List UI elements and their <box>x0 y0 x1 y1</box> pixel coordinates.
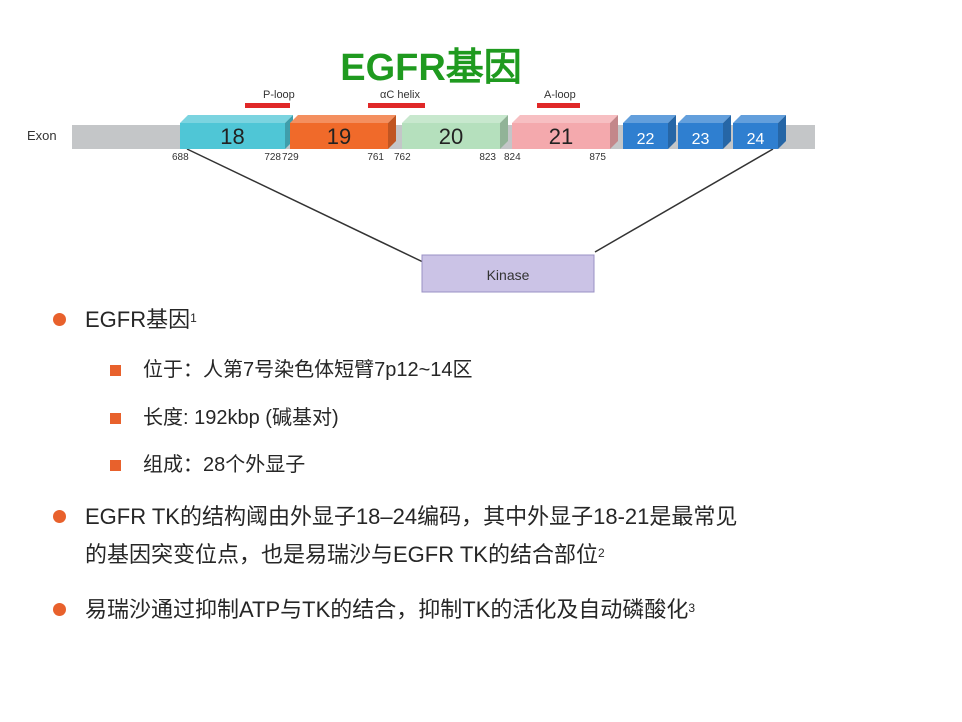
footnote-ref: 1 <box>190 311 197 325</box>
footnote-ref: 2 <box>597 546 605 560</box>
exon-21: 21 824 875 <box>504 115 618 163</box>
bullet-mechanism: 易瑞沙通过抑制ATP与TK的结合，抑制TK的活化及自动磷酸化3 <box>53 591 696 629</box>
egfr-exon-diagram: Exon P-loop αC helix A-loop 18 688 728 19 72… <box>27 89 815 293</box>
exon-box <box>180 123 285 149</box>
exon-number: 19 <box>327 124 351 149</box>
exon-box-top <box>512 115 618 123</box>
kinase-label: Kinase <box>487 267 530 283</box>
exon-box-top <box>402 115 508 123</box>
region-bar-a-loop <box>537 103 580 108</box>
exon-box-top <box>678 115 731 123</box>
exon-start-codon: 688 <box>172 152 189 163</box>
exon-20: 20 762 823 <box>394 115 508 163</box>
region-bar-p-loop <box>245 103 290 108</box>
square-bullet-icon <box>110 413 121 424</box>
bullet-dot-icon <box>53 510 66 523</box>
exon-start-codon: 762 <box>394 152 411 163</box>
exon-end-codon: 823 <box>479 152 496 163</box>
exon-box-side <box>778 115 786 149</box>
exon-box-top <box>733 115 786 123</box>
exon-18: 18 688 728 <box>172 115 293 163</box>
bullet-text-line1: EGFR TK的结构阈由外显子18–24编码，其中外显子18-21是最常见 <box>85 504 738 529</box>
slide-title: EGFR基因 <box>340 47 522 89</box>
region-label-a-loop: A-loop <box>544 89 576 101</box>
region-bar-ac-helix <box>368 103 425 108</box>
exon-number: 18 <box>220 124 244 149</box>
kinase-connector-left <box>186 148 424 263</box>
exon-number: 20 <box>439 124 463 149</box>
exon-box <box>290 123 388 149</box>
sub-bullet-length: 长度: 192kbp (碱基对) <box>110 403 339 433</box>
square-bullet-icon <box>110 365 121 376</box>
bullet-text-line2: 的基因突变位点，也是易瑞沙与EGFR TK的结合部位 <box>85 542 598 567</box>
kinase-box <box>421 254 595 293</box>
bullet-tk-domain: EGFR TK的结构阈由外显子18–24编码，其中外显子18-21是最常见 的基… <box>53 498 738 574</box>
exon-box-side <box>500 115 508 149</box>
exon-19: 19 729 761 <box>282 115 396 163</box>
footnote-ref: 3 <box>688 601 696 615</box>
exon-24: 24 <box>733 115 786 149</box>
exon-box-side <box>723 115 731 149</box>
sub-bullet-text: 组成：28个外显子 <box>143 454 306 476</box>
exon-box-top <box>180 115 293 123</box>
exon-row-label: Exon <box>27 128 57 143</box>
region-label-p-loop: P-loop <box>263 89 295 101</box>
exon-box-side <box>388 115 396 149</box>
region-label-ac-helix: αC helix <box>380 89 420 101</box>
bullet-dot-icon <box>53 603 66 616</box>
square-bullet-icon <box>110 460 121 471</box>
kinase-connector-right <box>594 148 774 253</box>
bullet-dot-icon <box>53 313 66 326</box>
exon-box-side <box>668 115 676 149</box>
exon-start-codon: 824 <box>504 152 521 163</box>
exon-box-side <box>610 115 618 149</box>
exon-box-top <box>290 115 396 123</box>
exon-end-codon: 875 <box>589 152 606 163</box>
sub-bullet-location: 位于：人第7号染色体短臂7p12~14区 <box>110 355 473 385</box>
exon-end-codon: 728 <box>264 152 281 163</box>
sub-bullet-text: 位于：人第7号染色体短臂7p12~14区 <box>143 359 473 381</box>
exon-start-codon: 729 <box>282 152 299 163</box>
exon-box <box>623 123 668 149</box>
exon-box-top <box>623 115 676 123</box>
exon-box <box>733 123 778 149</box>
sub-bullet-composition: 组成：28个外显子 <box>110 450 306 480</box>
bullet-text: EGFR基因 <box>85 307 191 332</box>
exon-number: 21 <box>549 124 573 149</box>
exon-number: 24 <box>747 131 765 148</box>
exon-box <box>512 123 610 149</box>
exon-number: 23 <box>692 131 710 148</box>
exon-22: 22 <box>623 115 676 149</box>
exon-box <box>678 123 723 149</box>
exon-end-codon: 761 <box>367 152 384 163</box>
sub-bullet-text: 长度: 192kbp (碱基对) <box>143 407 339 429</box>
exon-box <box>402 123 500 149</box>
bullet-text: 易瑞沙通过抑制ATP与TK的结合，抑制TK的活化及自动磷酸化 <box>85 597 689 622</box>
bullet-egfr-gene: EGFR基因1 <box>53 301 197 339</box>
exon-23: 23 <box>678 115 731 149</box>
exon-number: 22 <box>637 131 655 148</box>
